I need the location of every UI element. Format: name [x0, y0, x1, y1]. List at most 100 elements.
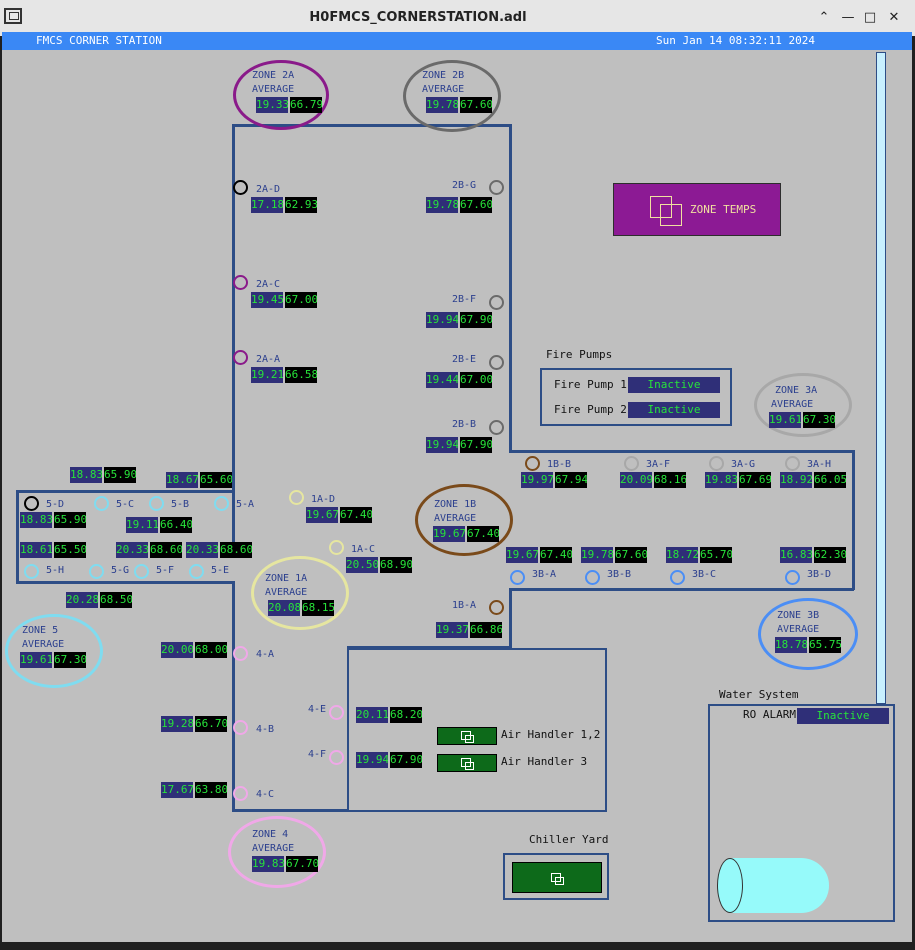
sensor-4-c-icon[interactable] [233, 786, 248, 801]
wall [16, 581, 235, 584]
close-icon[interactable]: ✕ [888, 10, 900, 25]
zone-3b-title: ZONE 3B [777, 610, 820, 621]
sensor-5-a-label: 5-A [236, 499, 255, 510]
sensor-2b-e-icon[interactable] [489, 355, 504, 370]
sensor-5-g-value-1: 20.33 [116, 542, 148, 558]
zone-3a-title: ZONE 3A [775, 385, 818, 396]
zone-2a-title: ZONE 2A [252, 70, 295, 81]
fire-pump-1-label: Fire Pump 1 [554, 378, 627, 391]
zone-temps-button[interactable]: ZONE TEMPS [613, 183, 781, 236]
screen-title: FMCS CORNER STATION [36, 34, 162, 47]
sensor-4-f-icon[interactable] [329, 750, 344, 765]
zone-1a-value-2: 68.15 [302, 600, 334, 616]
sensor-2b-g-icon[interactable] [489, 180, 504, 195]
sensor-3a-f-icon[interactable] [624, 456, 639, 471]
sensor-1a-d-label: 1A-D [311, 494, 336, 505]
related-display-icon [551, 872, 564, 885]
sensor-1b-b-label: 1B-B [547, 459, 572, 470]
sensor-5-f-label: 5-F [156, 565, 175, 576]
sensor-4-e-value-1: 20.11 [356, 707, 388, 723]
sensor-2b-e-label: 2B-E [452, 354, 477, 365]
sensor-2a-d-label: 2A-D [256, 184, 281, 195]
window-titlebar[interactable]: H0FMCS_CORNERSTATION.adl ⌃ — □ ✕ [0, 0, 915, 36]
chiller-yard-panel [503, 853, 609, 900]
sensor-2a-c-icon[interactable] [233, 275, 248, 290]
sensor-5-g-icon[interactable] [89, 564, 104, 579]
sensor-3a-h-value-2: 66.05 [814, 472, 846, 488]
sensor-4-c-value-2: 63.80 [195, 782, 227, 798]
sensor-2b-f-icon[interactable] [489, 295, 504, 310]
sensor-1a-c-icon[interactable] [329, 540, 344, 555]
sensor-1b-b-value-2: 67.94 [555, 472, 587, 488]
zone-3a-subtitle: AVERAGE [771, 399, 814, 410]
sensor-2b-b-value-2: 67.90 [460, 437, 492, 453]
sensor-5-b-icon[interactable] [149, 496, 164, 511]
sensor-5-f-value-2: 68.60 [220, 542, 252, 558]
sensor-5-b-label: 5-B [171, 499, 190, 510]
sensor-1b-a-value-2: 66.86 [470, 622, 502, 638]
sensor-5-c-value-2: 65.90 [104, 467, 136, 483]
zone-2b-ellipse [403, 60, 501, 132]
sensor-5-b-value-1: 18.67 [166, 472, 198, 488]
sensor-5-c-icon[interactable] [94, 496, 109, 511]
sensor-2a-d-icon[interactable] [233, 180, 248, 195]
maximize-icon[interactable]: □ [863, 10, 877, 25]
sensor-1a-d-icon[interactable] [289, 490, 304, 505]
minimize-icon[interactable]: — [841, 10, 855, 25]
sensor-4-a-icon[interactable] [233, 646, 248, 661]
sensor-5-c-label: 5-C [116, 499, 135, 510]
sensor-3b-b-value-2: 67.60 [615, 547, 647, 563]
sensor-2a-a-icon[interactable] [233, 350, 248, 365]
air-handler-3-button[interactable] [437, 754, 497, 772]
sensor-1b-a-icon[interactable] [489, 600, 504, 615]
sensor-2b-b-icon[interactable] [489, 420, 504, 435]
sensor-2b-b-label: 2B-B [452, 419, 477, 430]
sensor-5-e-value-1: 20.28 [66, 592, 98, 608]
sensor-3b-d-value-2: 62.30 [814, 547, 846, 563]
sensor-4-a-label: 4-A [256, 649, 275, 660]
sensor-5-e-label: 5-E [211, 565, 230, 576]
zone-4-subtitle: AVERAGE [252, 843, 295, 854]
sensor-5-f-icon[interactable] [134, 564, 149, 579]
sensor-4-e-icon[interactable] [329, 705, 344, 720]
sensor-5-d-value-2: 65.90 [54, 512, 86, 528]
wall [232, 581, 235, 811]
sensor-2b-b-value-1: 19.94 [426, 437, 458, 453]
zone-4-ellipse [228, 816, 326, 888]
sensor-3a-g-label: 3A-G [731, 459, 756, 470]
sensor-2b-f-label: 2B-F [452, 294, 477, 305]
vertical-scrollbar[interactable] [876, 52, 886, 704]
sensor-3b-c-icon[interactable] [670, 570, 685, 585]
sensor-4-b-value-2: 66.70 [195, 716, 227, 732]
zone-1a-subtitle: AVERAGE [265, 587, 308, 598]
sensor-4-a-value-2: 68.00 [195, 642, 227, 658]
sensor-2b-g-value-2: 67.60 [460, 197, 492, 213]
sensor-4-f-value-2: 67.90 [390, 752, 422, 768]
sensor-4-c-label: 4-C [256, 789, 275, 800]
wall [347, 646, 512, 649]
sensor-5-h-label: 5-H [46, 565, 65, 576]
sensor-4-b-value-1: 19.28 [161, 716, 193, 732]
sensor-1b-b-icon[interactable] [525, 456, 540, 471]
chevron-up-icon[interactable]: ⌃ [818, 10, 830, 25]
app-icon[interactable] [4, 8, 22, 24]
sensor-4-b-icon[interactable] [233, 720, 248, 735]
sensor-3b-d-icon[interactable] [785, 570, 800, 585]
sensor-3a-g-icon[interactable] [709, 456, 724, 471]
sensor-5-a-icon[interactable] [214, 496, 229, 511]
sensor-5-d-icon[interactable] [24, 496, 39, 511]
floor-plan-canvas: ZONE 2A AVERAGE 19.33 66.79 ZONE 2B AVER… [2, 50, 912, 942]
sensor-3b-a-icon[interactable] [510, 570, 525, 585]
chiller-yard-button[interactable] [512, 862, 602, 893]
sensor-5-h-icon[interactable] [24, 564, 39, 579]
sensor-3b-b-icon[interactable] [585, 570, 600, 585]
sensor-5-d-value-1: 18.83 [20, 512, 52, 528]
air-handler-1-2-button[interactable] [437, 727, 497, 745]
zone-1b-value-2: 67.40 [467, 526, 499, 542]
sensor-5-a-value-2: 66.40 [160, 517, 192, 533]
sensor-3a-h-icon[interactable] [785, 456, 800, 471]
fire-pump-2-status: Inactive [628, 402, 720, 418]
zone-5-value-1: 19.61 [20, 652, 52, 668]
sensor-3a-h-label: 3A-H [807, 459, 832, 470]
sensor-5-e-icon[interactable] [189, 564, 204, 579]
